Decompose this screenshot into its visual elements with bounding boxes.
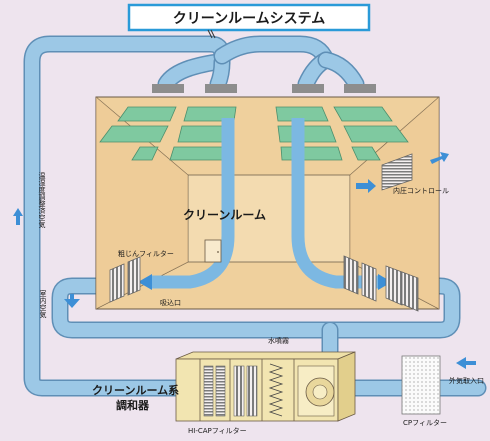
hicap-filter-label: HI-CAPフィルター (188, 426, 247, 435)
return-grilles (109, 255, 419, 312)
cp-filter (401, 355, 441, 415)
return-inlet-label: 吸込口 (160, 298, 181, 307)
room-label: クリーンルーム (183, 208, 266, 222)
right-arrow-icon (356, 179, 376, 193)
right-arrow-icon (378, 274, 392, 290)
down-arrow-icon (64, 294, 80, 308)
ceiling-outlet (292, 84, 324, 93)
conditioned-air-label: 温湿度調整済空気 (38, 171, 46, 229)
up-arrow-icon (13, 208, 23, 225)
ceiling-outlets (152, 84, 376, 93)
diagram-title: クリーンルームシステム (127, 3, 371, 32)
left-arrow-icon (456, 357, 476, 369)
humidifier-label: 水噴霧 (268, 336, 289, 345)
return-duct (51, 277, 487, 397)
prefilter-label: 粗じんフィルター (118, 249, 174, 258)
ceiling-outlet (152, 84, 184, 93)
unit-label-line1: クリーンルーム系 (92, 383, 179, 397)
title-box (127, 3, 371, 32)
hicap-filter-media (268, 363, 284, 417)
pressure-control-vent (381, 153, 413, 191)
ceiling-outlet (344, 84, 376, 93)
labels: クリーンルーム 内圧コントロール 粗じんフィルター 吸込口 水噴霧 外気取入口 … (92, 186, 484, 435)
pressure-control-label: 内圧コントロール (393, 186, 449, 195)
door-icon (204, 239, 222, 263)
outside-air-intake-label: 外気取入口 (449, 376, 484, 385)
fan-icon (297, 365, 335, 417)
air-handling-unit (175, 351, 356, 422)
unit-label-line2: 調和器 (116, 398, 150, 412)
left-arrow-icon (138, 274, 152, 290)
indoor-air-label: 室内空気 (39, 289, 47, 319)
supply-duct (23, 35, 365, 397)
supply-airflow (150, 118, 378, 289)
cp-filter-label: CPフィルター (403, 418, 447, 427)
right-arrow-icon (430, 152, 449, 164)
ceiling-outlet (205, 84, 237, 93)
title-text: クリーンルームシステム (173, 11, 325, 27)
